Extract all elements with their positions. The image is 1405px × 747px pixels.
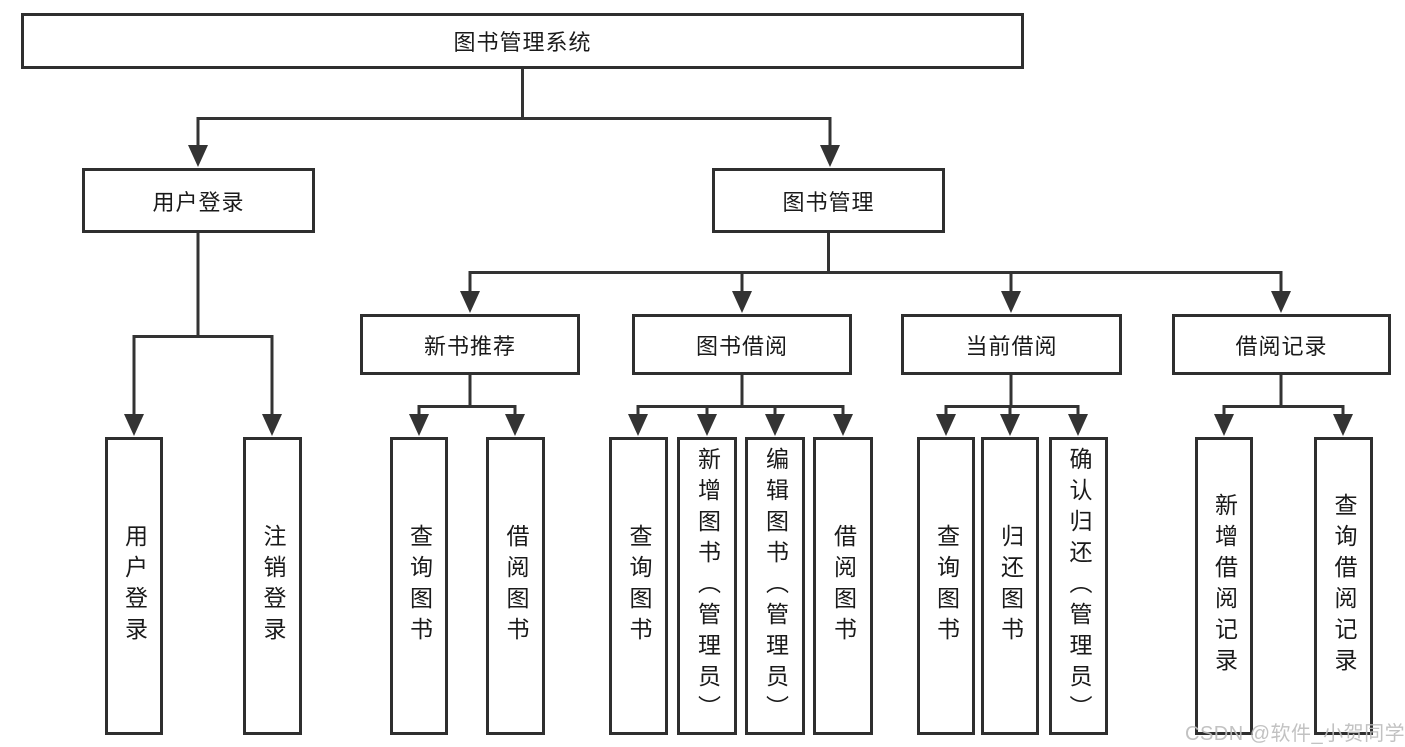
csdn-watermark: CSDN @软件_小贺同学	[1185, 723, 1405, 745]
leaf-borrow-books: 借阅图书	[813, 437, 873, 735]
node-borrow-records: 借阅记录	[1172, 314, 1391, 375]
leaf-user-login: 用户登录	[105, 437, 163, 735]
node-book-borrow: 图书借阅	[632, 314, 852, 375]
leaf-query-books-current: 查询图书	[917, 437, 975, 735]
leaf-return-books: 归还图书	[981, 437, 1039, 735]
leaf-logout: 注销登录	[243, 437, 302, 735]
arrowheads	[124, 145, 1353, 436]
leaf-query-books-borrow: 查询图书	[609, 437, 668, 735]
leaf-edit-books-admin: 编辑图书（管理员）	[745, 437, 805, 735]
leaf-borrow-books-recommend: 借阅图书	[486, 437, 545, 735]
leaf-add-borrow-record: 新增借阅记录	[1195, 437, 1253, 735]
leaf-query-books-recommend: 查询图书	[390, 437, 448, 735]
node-root-system: 图书管理系统	[21, 13, 1024, 69]
node-book-management-branch: 图书管理	[712, 168, 945, 233]
leaf-add-books-admin: 新增图书（管理员）	[677, 437, 737, 735]
node-current-borrow: 当前借阅	[901, 314, 1122, 375]
leaf-query-borrow-record: 查询借阅记录	[1314, 437, 1373, 735]
node-new-book-recommend: 新书推荐	[360, 314, 580, 375]
node-user-login-branch: 用户登录	[82, 168, 315, 233]
leaf-confirm-return-admin: 确认归还（管理员）	[1049, 437, 1108, 735]
